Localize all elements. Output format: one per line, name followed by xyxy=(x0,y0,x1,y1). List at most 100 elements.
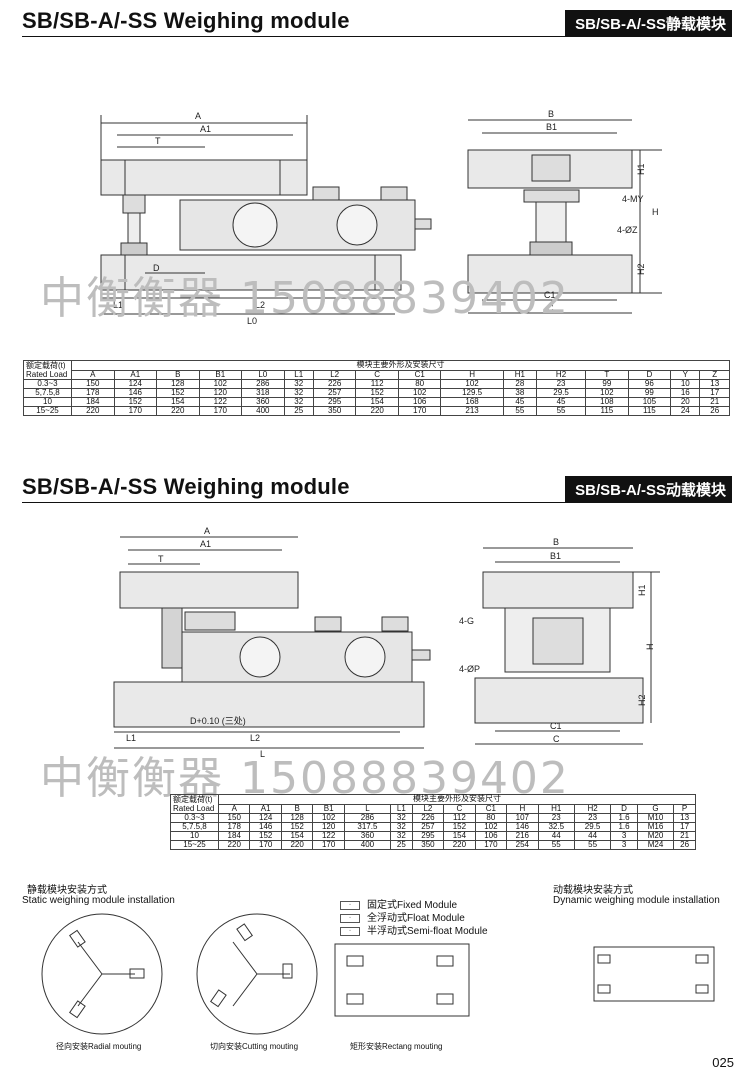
svg-text:H: H xyxy=(645,644,655,651)
static-section-header: SB/SB-A/-SS Weighing module SB/SB-A/-SS静… xyxy=(22,8,732,37)
legend-float-label: 全浮动式Float Module xyxy=(367,913,465,924)
static-cell: 24 xyxy=(670,406,701,416)
dynamic-cell: 170 xyxy=(474,840,508,850)
static-front-view-drawing: A A1 T D L1 L2 L0 xyxy=(95,105,445,325)
dynamic-row-load: 15~25 xyxy=(170,840,219,850)
static-rated-load-zh: 额定载荷(t) xyxy=(26,361,66,370)
static-cell: 213 xyxy=(440,406,504,416)
dynamic-front-view-drawing: A A1 T D+0.10 (三处) L1 L2 L xyxy=(100,522,440,762)
static-cell: 170 xyxy=(113,406,158,416)
float-module-icon: ◦ xyxy=(340,914,360,923)
svg-text:B: B xyxy=(553,538,559,547)
legend-float: ◦ 全浮动式Float Module xyxy=(340,912,488,925)
dynamic-cell: 220 xyxy=(443,840,476,850)
legend-semi-float-label: 半浮动式Semi-float Module xyxy=(367,926,488,937)
static-cell: 400 xyxy=(241,406,285,416)
svg-text:D: D xyxy=(153,263,160,273)
static-table-rated-load-label: 额定载荷(t) Rated Load xyxy=(23,360,72,380)
legend-semi-float: ◦半浮动式Semi-float Module xyxy=(340,925,488,938)
dynamic-cell: 220 xyxy=(217,840,251,850)
static-cell: 170 xyxy=(198,406,243,416)
dynamic-rated-load-en: Rated Load xyxy=(173,804,215,813)
static-cell: 115 xyxy=(627,406,672,416)
static-cell: 55 xyxy=(502,406,538,416)
svg-text:C: C xyxy=(553,734,560,744)
static-cell: 170 xyxy=(397,406,442,416)
svg-text:H2: H2 xyxy=(637,694,647,706)
svg-text:H1: H1 xyxy=(637,584,647,596)
dynamic-install-title-zh: 动载模块安装方式 xyxy=(553,885,633,896)
static-rated-load-en: Rated Load xyxy=(26,370,68,379)
dynamic-cell: 55 xyxy=(573,840,612,850)
svg-text:B1: B1 xyxy=(546,122,557,132)
dynamic-cell: 55 xyxy=(537,840,575,850)
watermark-top: 中衡衡器 15088839402 xyxy=(40,273,570,324)
module-type-legend: ◦ 固定式Fixed Module ◦ 全浮动式Float Module ◦半浮动式… xyxy=(340,899,488,938)
dynamic-cell: 25 xyxy=(389,840,413,850)
dynamic-side-view-drawing: B B1 H1 4-G H 4-ØP H2 C1 C xyxy=(455,538,665,748)
cutting-mounting-diagram xyxy=(195,912,325,1037)
svg-text:L2: L2 xyxy=(250,733,260,743)
radial-caption: 径向安装Radial mouting xyxy=(56,1042,142,1051)
svg-text:A1: A1 xyxy=(200,539,211,549)
static-cell: 220 xyxy=(355,406,399,416)
dynamic-cell: 400 xyxy=(343,840,391,850)
static-table-group-header: 模块主要外形及安装尺寸 xyxy=(71,360,730,370)
legend-fixed: ◦ 固定式Fixed Module xyxy=(340,899,488,912)
svg-text:4-ØP: 4-ØP xyxy=(459,664,480,674)
dynamic-mounting-diagram xyxy=(592,945,718,1005)
static-cell: 115 xyxy=(585,406,629,416)
svg-text:4-MY: 4-MY xyxy=(622,194,644,204)
svg-text:T: T xyxy=(155,136,161,146)
static-install-title-zh: 静载模块安装方式 xyxy=(27,885,107,896)
static-cell: 55 xyxy=(535,406,587,416)
svg-text:L1: L1 xyxy=(113,300,123,310)
dynamic-cell: 26 xyxy=(673,840,696,850)
dynamic-install-title-en: Dynamic weighing module installation xyxy=(553,895,720,906)
radial-mounting-diagram xyxy=(40,912,170,1037)
dynamic-cell: 254 xyxy=(506,840,539,850)
page-number: 025 xyxy=(712,1055,734,1070)
static-cell: 26 xyxy=(699,406,730,416)
dynamic-cell: 220 xyxy=(280,840,314,850)
static-cell: 25 xyxy=(283,406,314,416)
static-cell: 220 xyxy=(71,406,115,416)
static-cell: 350 xyxy=(312,406,357,416)
svg-text:H1: H1 xyxy=(636,163,646,175)
dynamic-section-header: SB/SB-A/-SS Weighing module SB/SB-A/-SS动… xyxy=(22,474,732,503)
svg-text:L0: L0 xyxy=(247,316,257,325)
legend-fixed-label: 固定式Fixed Module xyxy=(367,900,458,911)
dynamic-cell: 170 xyxy=(312,840,345,850)
svg-text:B1: B1 xyxy=(550,551,561,561)
svg-text:L: L xyxy=(260,749,265,759)
static-row-load: 15~25 xyxy=(23,406,72,416)
svg-text:T: T xyxy=(158,554,164,564)
static-section-tag: SB/SB-A/-SS静载模块 xyxy=(565,10,732,36)
svg-text:A: A xyxy=(195,111,201,121)
svg-text:A1: A1 xyxy=(200,124,211,134)
svg-text:B: B xyxy=(548,109,554,119)
svg-text:C1: C1 xyxy=(550,721,562,731)
svg-text:A: A xyxy=(204,526,210,536)
rectang-caption: 矩形安装Rectang mouting xyxy=(350,1042,443,1051)
svg-text:L1: L1 xyxy=(126,733,136,743)
svg-text:4-G: 4-G xyxy=(459,616,474,626)
svg-text:L2: L2 xyxy=(255,300,265,310)
dynamic-cell: M24 xyxy=(636,840,675,850)
svg-text:C1: C1 xyxy=(544,290,556,300)
rectang-mounting-diagram xyxy=(333,942,473,1020)
static-side-view-drawing: B B1 H1 4-MY H 4-ØZ H2 C1 C xyxy=(462,105,662,325)
svg-text:D+0.10 (三处): D+0.10 (三处) xyxy=(190,715,246,726)
dynamic-table-rated-load-label: 额定载荷(t) Rated Load xyxy=(170,794,219,814)
fixed-module-icon: ◦ xyxy=(340,901,360,910)
static-install-title-en: Static weighing module installation xyxy=(22,895,175,906)
dynamic-cell: 170 xyxy=(249,840,282,850)
dynamic-cell: 350 xyxy=(411,840,445,850)
